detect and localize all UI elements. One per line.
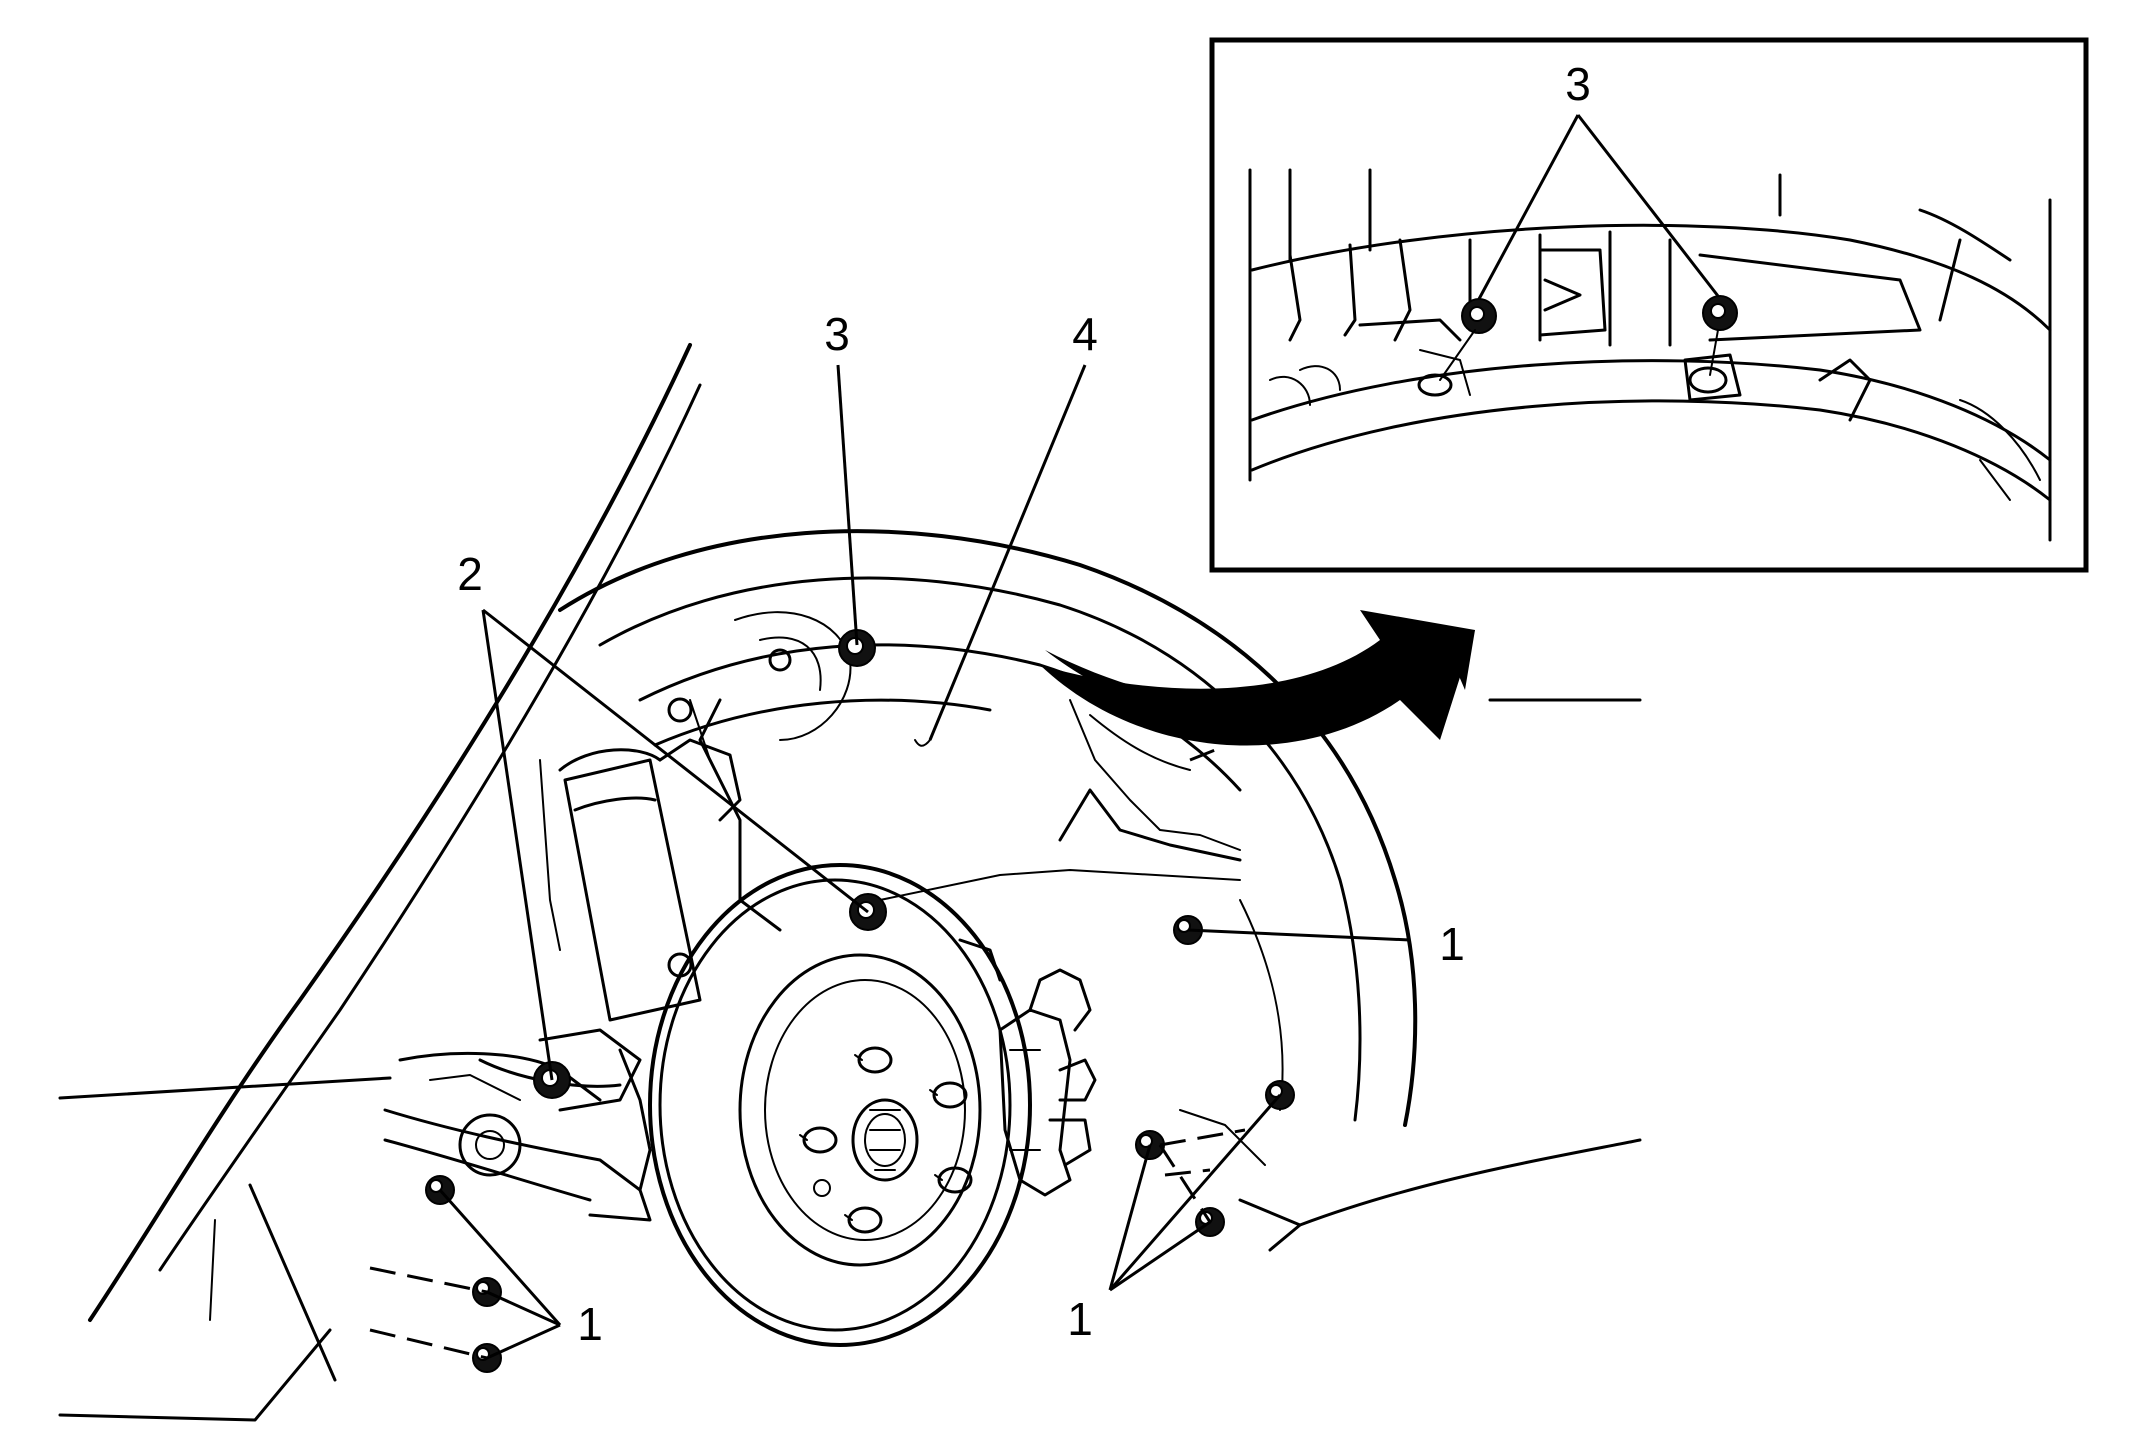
curved-arrow-to-inset [1040, 610, 1475, 746]
callout-3-main: 3 [824, 308, 850, 360]
brake-rotor [648, 863, 1032, 1347]
inset-detail [1209, 37, 2089, 573]
brake-caliper [958, 938, 1097, 1197]
dashed-leaders [369, 748, 1246, 1360]
inset-nut-3-right [1683, 295, 1742, 402]
callout-2: 2 [457, 548, 483, 600]
shock-absorber [539, 698, 782, 1022]
callout-1-left: 1 [577, 1298, 603, 1350]
callout-1-right: 1 [1439, 918, 1465, 970]
callout-3-inset: 3 [1565, 58, 1591, 110]
callout-leaders [438, 364, 1411, 1360]
stud-3-main [768, 648, 792, 672]
bolt-liner-top [667, 697, 693, 978]
callout-4: 4 [1072, 308, 1098, 360]
wheelhouse-liner [558, 529, 1642, 1252]
wheel-studs [799, 1046, 973, 1234]
callout-1-bottom-right: 1 [1067, 1293, 1093, 1345]
lower-control-arm [383, 1028, 652, 1222]
fender-outline [58, 343, 702, 1422]
